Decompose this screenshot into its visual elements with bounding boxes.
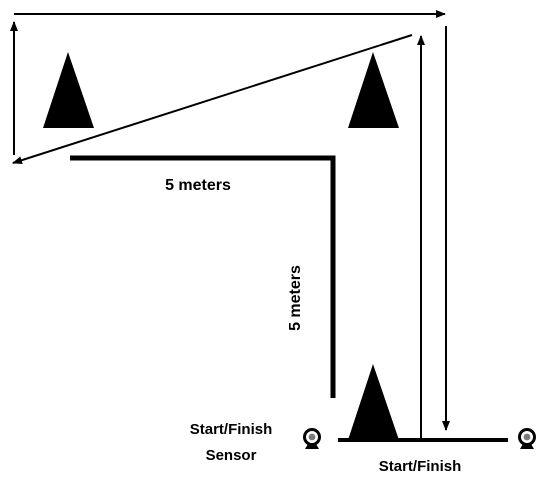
- camera-sensor-icon-right: [518, 428, 536, 449]
- sensor-label-line1: Start/Finish: [190, 421, 273, 438]
- vertical-distance-label: 5 meters: [287, 265, 304, 331]
- start-finish-label: Start/Finish: [379, 458, 462, 475]
- route-arrow-diagonal: [12, 34, 413, 165]
- distance-wall-l-shape: [70, 155, 336, 398]
- camera-sensor-icon-left: [303, 428, 321, 449]
- sensor-label-line2: Sensor: [206, 447, 257, 464]
- cone-icon-top-left: [43, 52, 94, 128]
- cone-icon-start: [348, 364, 399, 440]
- horizontal-distance-label: 5 meters: [165, 177, 231, 194]
- cone-icon-top-right: [348, 52, 399, 128]
